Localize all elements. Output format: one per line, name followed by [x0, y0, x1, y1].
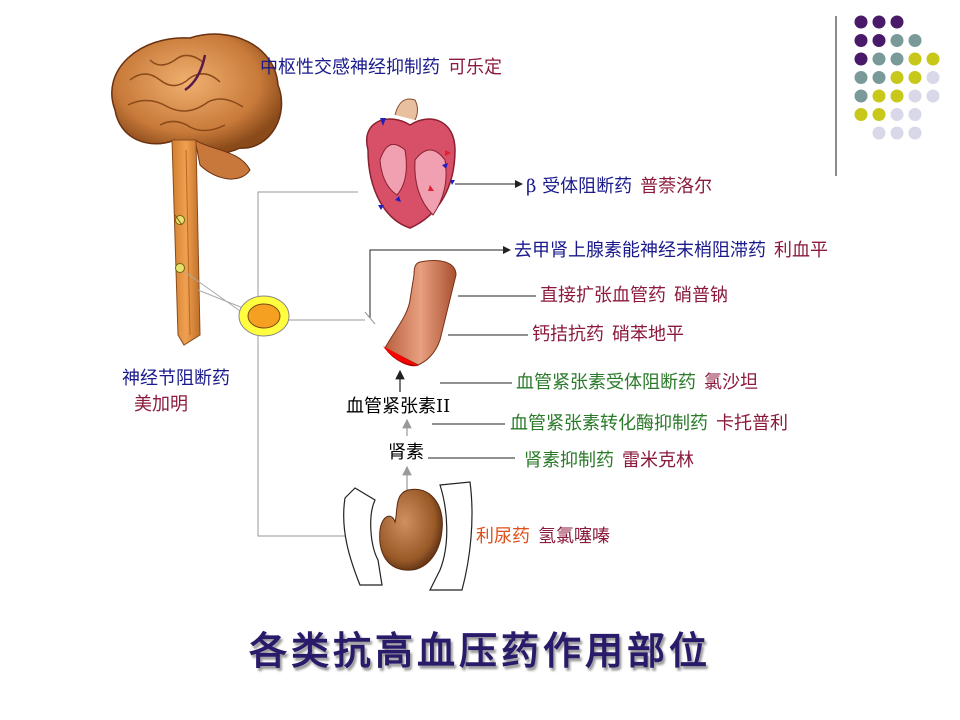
- ace-drug: 卡托普利: [716, 413, 788, 434]
- label-ace: 血管紧张素转化酶抑制药卡托普利: [510, 413, 788, 435]
- leader-lines: [428, 295, 536, 459]
- corner-dot: [854, 34, 868, 47]
- ganglion-drug: 美加明: [134, 394, 188, 415]
- corner-dot: [926, 52, 940, 66]
- corner-dot: [854, 52, 868, 66]
- at1-drug: 氯沙坦: [704, 372, 758, 393]
- corner-dot: [854, 108, 868, 121]
- corner-dot: [908, 126, 922, 140]
- renin-node: 肾素: [388, 442, 424, 463]
- renin-drug: 雷米克林: [622, 450, 694, 471]
- label-calcium: 钙拮抗药硝苯地平: [532, 324, 684, 346]
- label-renin-inhibitor: 肾素抑制药雷米克林: [524, 450, 694, 472]
- corner-dot: [926, 89, 940, 103]
- label-diuretic: 利尿药氢氯噻嗪: [476, 526, 610, 548]
- label-ganglion: 神经节阻断药 美加明: [122, 368, 230, 416]
- kidney-image: [343, 481, 473, 591]
- vasodilator-drug: 硝普钠: [674, 285, 728, 306]
- corner-dot: [890, 52, 904, 66]
- label-cns: 中枢性交感神经抑制药可乐定: [260, 57, 502, 79]
- spinal-cord-image: [171, 139, 251, 346]
- diuretic-category: 利尿药: [476, 526, 530, 547]
- adrenergic-category: 去甲肾上腺素能神经末梢阻滞药: [514, 240, 766, 261]
- corner-dot: [872, 34, 886, 47]
- corner-dot: [872, 52, 886, 66]
- blood-vessel-image: [383, 260, 457, 367]
- beta-category: β 受体阻断药: [526, 176, 633, 197]
- brain-image: [111, 33, 283, 180]
- corner-dot: [908, 34, 922, 47]
- corner-dot: [854, 89, 868, 103]
- corner-dot: [890, 71, 904, 84]
- corner-dot: [908, 52, 922, 66]
- corner-dot: [926, 71, 940, 84]
- corner-dot: [872, 126, 886, 140]
- angiotensin-node: 血管紧张素II: [346, 396, 451, 417]
- cns-category: 中枢性交感神经抑制药: [260, 57, 440, 78]
- corner-dot: [908, 89, 922, 103]
- diuretic-drug: 氢氯噻嗪: [538, 526, 610, 547]
- corner-dot: [872, 71, 886, 84]
- corner-dot: [890, 126, 904, 140]
- label-adrenergic: 去甲肾上腺素能神经末梢阻滞药利血平: [514, 240, 828, 262]
- cns-drug: 可乐定: [448, 57, 502, 78]
- beta-drug: 普萘洛尔: [640, 176, 713, 197]
- corner-dot: [854, 71, 868, 84]
- ace-category: 血管紧张素转化酶抑制药: [510, 413, 708, 434]
- ganglion-category: 神经节阻断药: [122, 368, 230, 389]
- label-vasodilator: 直接扩张血管药硝普钠: [540, 285, 728, 307]
- corner-dot: [872, 108, 886, 121]
- ganglion-image: [238, 295, 290, 337]
- corner-dot: [872, 89, 886, 103]
- corner-dot: [872, 15, 886, 29]
- at1-category: 血管紧张素受体阻断药: [516, 372, 696, 393]
- corner-dot: [890, 89, 904, 103]
- corner-dot: [908, 71, 922, 84]
- label-at1: 血管紧张素受体阻断药氯沙坦: [516, 372, 758, 394]
- corner-dot: [890, 108, 904, 121]
- corner-dot: [908, 108, 922, 121]
- adrenergic-drug: 利血平: [774, 240, 828, 261]
- calcium-category: 钙拮抗药: [532, 324, 604, 345]
- page-title: 各类抗高血压药作用部位: [248, 629, 711, 673]
- heart-image: [365, 98, 456, 229]
- connector-lines: [257, 191, 365, 537]
- corner-dot: [890, 15, 904, 29]
- renin-category: 肾素抑制药: [524, 450, 614, 471]
- corner-dot-pattern: [835, 15, 940, 176]
- calcium-drug: 硝苯地平: [612, 324, 684, 345]
- label-beta: β 受体阻断药普萘洛尔: [526, 176, 712, 198]
- vasodilator-category: 直接扩张血管药: [540, 285, 666, 306]
- corner-dot: [854, 15, 868, 29]
- corner-dot: [890, 34, 904, 47]
